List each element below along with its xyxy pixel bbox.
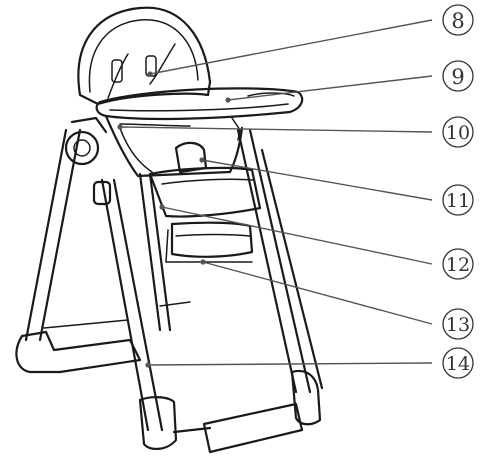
leader-line-12 [161, 206, 433, 265]
leader-lines [117, 19, 433, 368]
footrest [165, 221, 254, 263]
callout-number-10: 10 [446, 122, 470, 144]
callout-number-11: 11 [446, 190, 470, 212]
leader-dot-9 [225, 97, 231, 103]
leader-line-8 [149, 19, 433, 75]
callout-14: 14 [442, 347, 474, 379]
leader-dot-11 [199, 157, 205, 163]
backrest [77, 6, 212, 106]
callout-11: 11 [442, 184, 474, 216]
callout-circle-11 [442, 184, 474, 216]
frame-legs [24, 116, 324, 432]
tray [95, 87, 304, 141]
seat-body [104, 114, 244, 178]
callout-13: 13 [442, 308, 474, 340]
callout-12: 12 [442, 248, 474, 280]
callout-10: 10 [442, 116, 474, 148]
base-feet [15, 330, 322, 454]
callout-circle-8 [442, 4, 474, 36]
callout-circle-10 [442, 116, 474, 148]
leader-line-9 [227, 75, 433, 101]
leader-dot-8 [147, 71, 153, 77]
leader-dot-10 [117, 124, 123, 130]
leader-line-13 [202, 261, 433, 325]
callout-number-14: 14 [446, 353, 470, 375]
callout-number-12: 12 [446, 254, 470, 276]
seat-cushion [148, 166, 262, 218]
leader-line-10 [119, 126, 433, 133]
callout-number-13: 13 [446, 314, 470, 336]
callout-8: 8 [442, 4, 474, 36]
callout-circle-9 [442, 60, 474, 92]
callout-9: 9 [442, 60, 474, 92]
callout-circle-14 [442, 347, 474, 379]
leader-dot-13 [200, 259, 206, 265]
callout-circle-12 [442, 248, 474, 280]
callout-number-9: 9 [451, 65, 464, 89]
leader-line-11 [201, 159, 433, 201]
callout-circle-13 [442, 308, 474, 340]
leader-dot-14 [145, 362, 151, 368]
leader-line-14 [147, 362, 433, 366]
callout-number-8: 8 [451, 9, 464, 33]
leader-dot-12 [159, 204, 165, 210]
